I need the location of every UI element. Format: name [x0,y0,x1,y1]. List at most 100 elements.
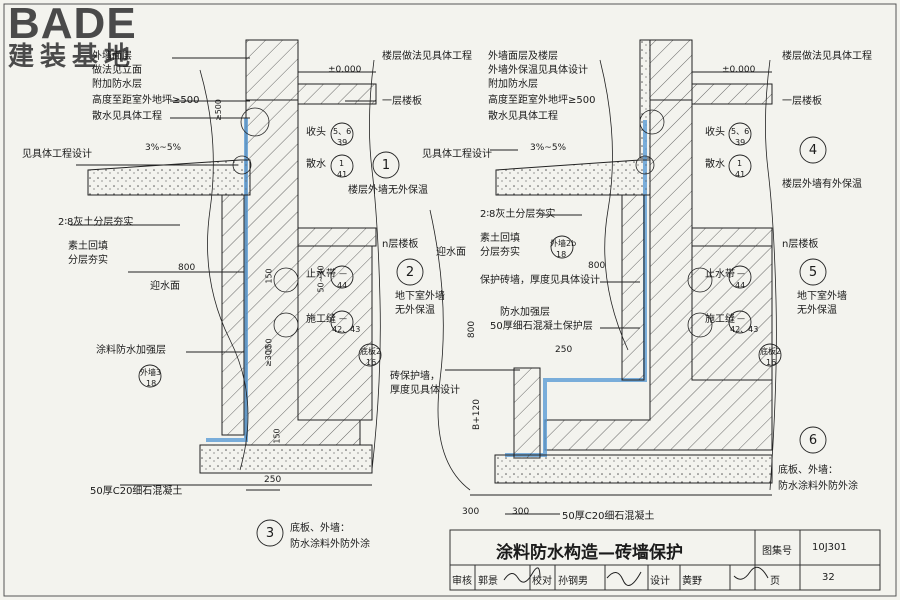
right-first-floor: 一层楼板 [782,96,822,107]
right-slope: 3%~5% [530,143,567,153]
left-joint-ref-bottom: 42、43 [332,325,361,334]
left-water-face: 迎水面 [150,281,180,292]
checker-signature [606,571,642,586]
left-joint-label: 施工缝 [306,314,336,325]
right-dim-800-vertical: 800 [467,320,478,339]
left-slope: 3%~5% [145,143,182,153]
drawing-title: 涂料防水构造—砖墙保护 [496,543,683,563]
reviewer-signature [503,567,541,583]
right-dim-800: 800 [588,261,606,271]
left-see-design: 见具体工程设计 [22,149,92,160]
right-reinforce: 防水加强层 [500,307,550,318]
left-wall-label-4: 高度至距室外地坪≥500 [92,95,200,106]
right-stop-band: 止水带 [705,269,735,280]
left-detail [70,39,381,491]
right-brick-note-2: 厚度见具体设计 [390,385,460,396]
node-5-caption-2: 无外保温 [797,305,837,316]
right-n-floor: n层楼板 [782,239,819,250]
left-floor-note: 楼层做法见具体工程 [382,51,472,62]
review-label: 审核 [452,576,472,587]
right-joint-ref-top: — [737,314,745,323]
left-dim-150-c: 150 [272,428,282,444]
right-dim-b120: B+120 [471,399,482,430]
left-apron-label: 散水 [306,159,326,170]
right-base-ref-bottom: 16 [766,358,777,367]
right-wall-label-1: 外墙面层及楼层 [488,51,558,62]
right-cap-ref-top: 5、6 [731,127,750,136]
node-4-caption: 楼层外墙有外保温 [782,179,862,190]
right-wall2b-ref-bottom: 18 [556,250,567,259]
left-node-markers [138,122,424,547]
node-5-number: 5 [808,265,818,280]
left-wall3-ref-top: 外墙3 [140,368,162,377]
page-number: 32 [822,572,835,583]
left-cap-label: 收头 [306,127,326,138]
left-elevation: ±0.000 [328,65,362,75]
right-wall-label-5: 散水见具体工程 [488,111,558,122]
node-4-number: 4 [808,143,818,158]
node-1-caption: 楼层外墙无外保温 [348,185,428,196]
designer-name: 黄野 [682,576,702,587]
node-6-caption-1: 底板、外墙： [778,465,838,476]
left-dim-500-a: ≥500 [213,99,223,121]
right-joint-label: 施工缝 [705,314,735,325]
title-block-grid [449,529,881,591]
logo-subtitle: 建装基地 [8,42,137,72]
left-wall-label-5: 散水见具体工程 [92,111,162,122]
right-water-face: 迎水面 [436,247,466,258]
sheet-frame [3,3,897,597]
design-label: 设计 [650,576,670,587]
left-dim-50-30: 50~30 [316,265,326,293]
left-soil-note-2: 分层夯实 [68,255,108,266]
left-concrete: 50厚C20细石混凝土 [90,486,183,497]
atlas-number: 10J301 [812,542,847,553]
right-apron-ref-top: 1 [737,159,743,168]
left-dim-250: 250 [264,475,282,485]
atlas-label: 图集号 [762,546,792,557]
right-wall2b-ref-top: 外墙2b [550,239,577,248]
right-wall-label-4: 高度至距室外地坪≥500 [488,95,596,106]
left-stop-band: 止水带 [306,269,336,280]
right-apron-label: 散水 [705,159,725,170]
right-stop-ref-top: — [737,269,745,278]
check-label: 校对 [532,576,552,587]
left-joint-ref-top: — [339,314,347,323]
left-dim-150-b: 150 [264,338,274,354]
left-backfill-note: 2∶8灰土分层夯实 [58,217,134,228]
right-dim-250: 250 [555,345,573,355]
right-wall-label-2: 外墙外保温见具体设计 [488,65,588,76]
checker-name: 孙钢男 [558,576,588,587]
right-cap-ref-bottom: 39 [735,138,746,147]
left-cap-ref-top: 5、6 [333,127,352,136]
left-first-floor: 一层楼板 [382,96,422,107]
node-2-caption-2: 无外保温 [395,305,435,316]
right-floor-note-1: 楼层做法见具体工程 [782,51,872,62]
right-elevation: ±0.000 [722,65,756,75]
right-dim-300-b: 300 [512,507,530,517]
right-base-ref-top: 底板2 [760,347,782,356]
left-dim-150-a: 150 [264,268,274,284]
left-n-floor: n层楼板 [382,239,419,250]
left-base-ref-top: 底板2 [360,347,382,356]
left-wall-label-1: 外墙面层 [92,51,132,62]
left-apron-ref-top: 1 [339,159,345,168]
right-detail [429,39,777,515]
node-6-number: 6 [808,433,818,448]
node-2-number: 2 [405,265,415,280]
node-3-number: 3 [265,526,275,541]
right-cap-label: 收头 [705,127,725,138]
right-soil-note-2: 分层夯实 [480,247,520,258]
left-base-ref-bottom: 16 [366,358,377,367]
left-stop-ref-top: — [339,269,347,278]
right-see-design: 见具体工程设计 [422,149,492,160]
right-dim-300-a: 300 [462,507,480,517]
right-wall-label-3: 附加防水层 [488,79,538,90]
node-5-caption-1: 地下室外墙 [797,291,847,302]
left-wall-label-2: 做法见立面 [92,65,142,76]
left-apron-ref-bottom: 41 [337,170,348,179]
right-protect-brick: 保护砖墙，厚度见具体设计 [480,275,600,286]
title-block: 涂料防水构造—砖墙保护 图集号 10J301 审核 郭景 校对 孙钢男 设计 黄… [450,530,880,590]
left-wall3-ref-bottom: 18 [146,379,157,388]
